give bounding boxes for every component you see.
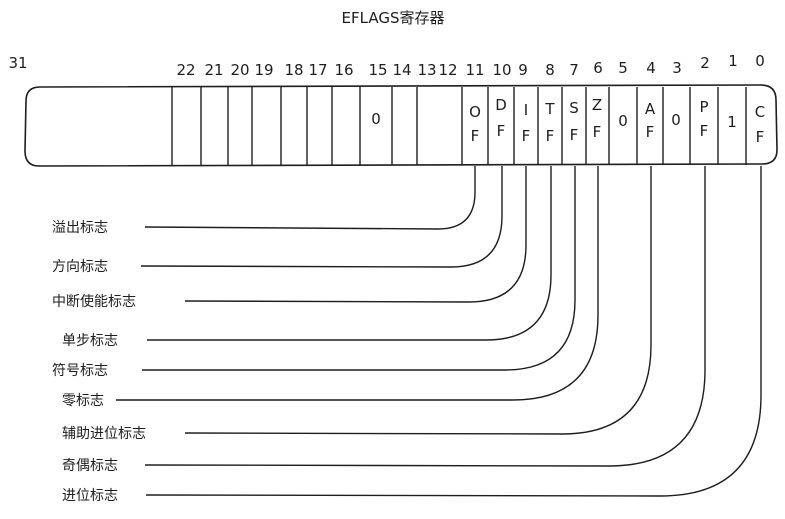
sf-cell-bottom: F	[570, 126, 579, 144]
bit-number-1: 1	[728, 52, 738, 70]
label-aux-carry-flag: 辅助进位标志	[62, 426, 146, 442]
bit-number-0: 0	[755, 52, 765, 70]
tf-cell-bottom: F	[546, 127, 555, 145]
bit-number-31: 31	[8, 54, 27, 72]
bit-number-22: 22	[176, 61, 195, 79]
label-parity-flag: 奇偶标志	[62, 457, 118, 474]
bit-number-12: 12	[438, 61, 457, 79]
pf-cell-bottom: F	[700, 122, 709, 140]
bit-number-6: 6	[593, 59, 603, 77]
connector-parity-flag	[144, 166, 706, 467]
flag-connectors	[116, 166, 762, 497]
zf-cell-bottom: F	[593, 123, 602, 141]
cf-cell-top: C	[755, 103, 765, 121]
bit-number-8: 8	[545, 61, 555, 79]
tf-cell-top: T	[544, 100, 555, 118]
connector-sign-flag	[142, 166, 576, 371]
connector-overflow-flag	[144, 166, 476, 230]
reserved-bit-3-cell: 0	[671, 111, 681, 129]
df-cell-top: D	[495, 96, 507, 114]
connector-interrupt-flag	[184, 166, 527, 303]
connector-direction-flag	[140, 166, 503, 268]
bit-number-row: 31 22 21 20 19 18 17 16 15 14 13 12 11 1…	[8, 52, 764, 79]
bit-number-11: 11	[465, 61, 484, 79]
of-cell-bottom: F	[471, 127, 480, 145]
bit-number-3: 3	[672, 59, 682, 77]
connector-carry-flag	[145, 166, 762, 497]
flag-labels: 溢出标志 方向标志 中断使能标志 单步标志 符号标志 零标志 辅助进位标志 奇偶…	[52, 220, 146, 504]
bit-number-10: 10	[492, 61, 511, 79]
reserved-bit-5-cell: 0	[618, 112, 628, 130]
bit-number-9: 9	[518, 61, 528, 79]
reserved-bit-15-top: 0	[371, 110, 381, 128]
bit-number-15: 15	[368, 61, 387, 79]
bit-number-18: 18	[284, 61, 303, 79]
af-cell-top: A	[645, 100, 656, 118]
label-interrupt-enable-flag: 中断使能标志	[52, 293, 136, 310]
bit-number-16: 16	[334, 61, 353, 79]
label-sign-flag: 符号标志	[52, 363, 108, 379]
register-cells: 0 O F D F I F T F S F Z F 0 A F 0 P F 1 …	[371, 96, 765, 146]
bit-number-17: 17	[308, 61, 327, 79]
if-cell-top: I	[524, 101, 528, 119]
if-cell-bottom: F	[522, 127, 531, 145]
bit-number-13: 13	[417, 61, 436, 79]
bit-number-14: 14	[392, 61, 411, 79]
cf-cell-bottom: F	[756, 128, 765, 146]
connector-zero-flag	[116, 166, 599, 401]
pf-cell-top: P	[699, 98, 708, 116]
zf-cell-top: Z	[592, 96, 602, 114]
bit-number-2: 2	[700, 54, 710, 72]
bit-number-20: 20	[230, 61, 249, 79]
label-zero-flag: 零标志	[62, 393, 104, 409]
connector-aux-carry-flag	[184, 166, 652, 435]
connector-trap-flag	[147, 166, 552, 341]
af-cell-bottom: F	[646, 123, 655, 141]
reserved-bit-1-cell: 1	[727, 113, 737, 131]
bit-number-4: 4	[646, 59, 656, 77]
register-box	[24, 84, 778, 167]
bit-number-21: 21	[204, 61, 223, 79]
label-trap-flag: 单步标志	[62, 333, 118, 349]
diagram-title: EFLAGS寄存器	[342, 9, 445, 27]
df-cell-bottom: F	[497, 122, 506, 140]
sf-cell-top: S	[569, 99, 579, 117]
label-carry-flag: 进位标志	[62, 488, 118, 504]
register-outline	[24, 84, 778, 167]
bit-number-5: 5	[618, 59, 628, 77]
label-direction-flag: 方向标志	[52, 259, 108, 275]
bit-number-19: 19	[254, 61, 273, 79]
label-overflow-flag: 溢出标志	[52, 220, 108, 236]
bit-number-7: 7	[569, 61, 579, 79]
of-cell-top: O	[469, 103, 481, 121]
